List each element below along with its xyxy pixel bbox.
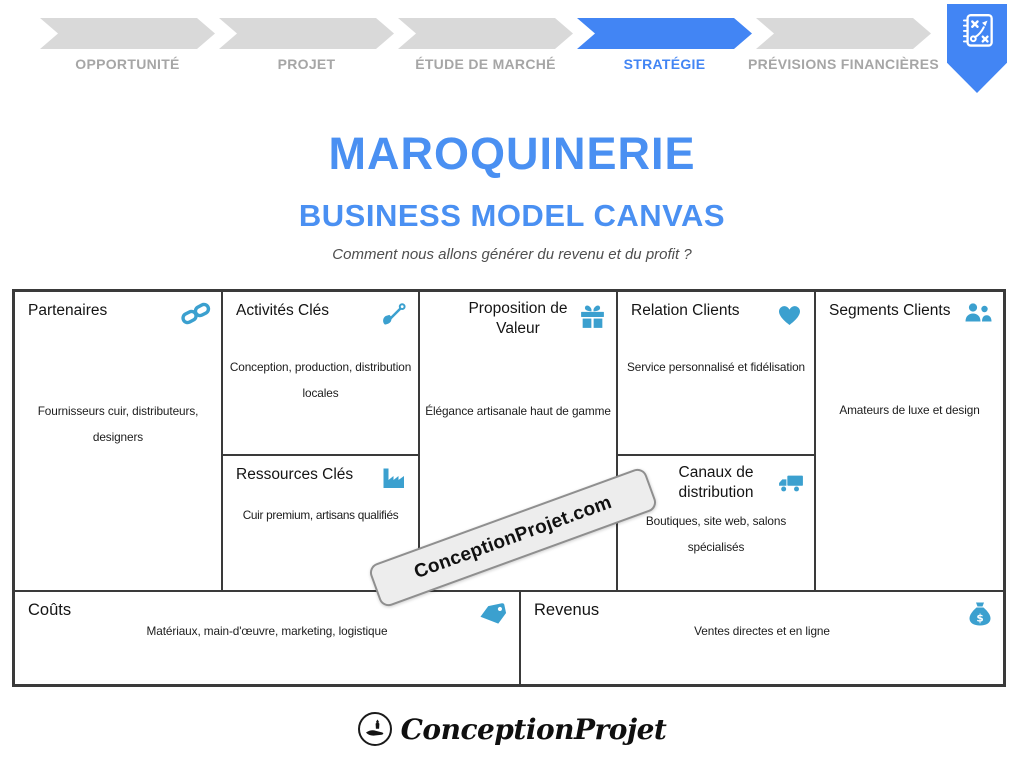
price-tag-icon — [478, 600, 509, 627]
cell-title-revenus: Revenus — [534, 601, 600, 619]
chain-link-icon — [181, 301, 211, 327]
money-bag-icon: $ — [967, 600, 993, 628]
cell-title-relation: Relation Clients — [631, 302, 740, 319]
footer-brand-name: ConceptionProjet — [400, 712, 667, 746]
cell-title-ressources: Ressources Clés — [236, 466, 354, 483]
footer-brand: ConceptionProjet — [0, 712, 1024, 746]
hand-holding-piece-icon — [357, 712, 392, 746]
heart-icon — [775, 301, 804, 327]
svg-text:$: $ — [976, 613, 983, 625]
page-subtitle: BUSINESS MODEL CANVAS — [298, 198, 726, 233]
people-icon — [963, 301, 993, 327]
cell-title-activites: Activités Clés — [236, 302, 330, 319]
cell-activites-cles: Activités Clés Conception, production, d… — [222, 291, 419, 455]
cell-title-couts: Coûts — [28, 601, 72, 619]
page-title: MAROQUINERIE — [328, 128, 696, 179]
strategy-bookmark-ribbon[interactable] — [947, 4, 1007, 93]
factory-icon — [380, 465, 408, 490]
nav-step-projet[interactable] — [219, 18, 394, 49]
cell-relation-clients: Relation Clients Service personnalisé et… — [617, 291, 815, 455]
cell-content-partenaires: Fournisseurs cuir, distributeurs, design… — [37, 404, 199, 444]
cell-title-proposition: Proposition de Valeur — [468, 300, 568, 337]
cell-content-proposition: Élégance artisanale haut de gamme — [425, 404, 611, 418]
nav-step-strategie-active[interactable] — [577, 18, 752, 49]
cell-partenaires: Partenaires Fournisseurs cuir, distribut… — [14, 291, 222, 591]
cell-content-segments: Amateurs de luxe et design — [839, 403, 980, 417]
cell-ressources-cles: Ressources Clés Cuir premium, artisans q… — [222, 455, 419, 591]
strategy-tactics-icon — [958, 11, 996, 55]
nav-label-opportunite[interactable]: OPPORTUNITÉ — [75, 56, 180, 72]
cell-proposition-valeur: Proposition de Valeur Élégance artisanal… — [419, 291, 617, 591]
nav-label-strategie[interactable]: STRATÉGIE — [623, 56, 706, 72]
nav-step-etude-de-marche[interactable] — [398, 18, 573, 49]
cell-content-couts: Matériaux, main-d'œuvre, marketing, logi… — [146, 624, 388, 638]
shovel-icon — [381, 301, 408, 328]
cell-title-partenaires: Partenaires — [28, 302, 108, 319]
cell-segments-clients: Segments Clients Amateurs de luxe et des… — [815, 291, 1004, 591]
cell-title-canaux: Canaux de distribution — [678, 464, 754, 501]
cell-content-ressources: Cuir premium, artisans qualifiés — [242, 508, 399, 522]
cell-canaux-distribution: Canaux de distribution Boutiques, site w… — [617, 455, 815, 591]
nav-label-previsions[interactable]: PRÉVISIONS FINANCIÈRES — [748, 56, 939, 72]
nav-label-etude-de-marche[interactable]: ÉTUDE DE MARCHÉ — [415, 56, 556, 72]
nav-label-projet[interactable]: PROJET — [277, 56, 336, 72]
truck-icon — [777, 472, 805, 494]
cell-title-segments: Segments Clients — [829, 302, 951, 319]
business-model-canvas: Partenaires Fournisseurs cuir, distribut… — [12, 289, 1006, 687]
cell-content-revenus: Ventes directes et en ligne — [694, 624, 830, 638]
cell-content-relation: Service personnalisé et fidélisation — [626, 360, 806, 374]
nav-step-previsions[interactable] — [756, 18, 931, 49]
cell-revenus: Revenus $ Ventes directes et en ligne — [520, 591, 1004, 685]
cell-couts: Coûts Matériaux, main-d'œuvre, marketing… — [14, 591, 520, 685]
cell-content-activites: Conception, production, distribution loc… — [229, 360, 412, 400]
gift-icon — [578, 302, 607, 331]
nav-step-opportunite[interactable] — [40, 18, 215, 49]
cell-content-canaux: Boutiques, site web, salons spécialisés — [645, 514, 787, 554]
page-tagline: Comment nous allons générer du revenu et… — [332, 246, 692, 263]
